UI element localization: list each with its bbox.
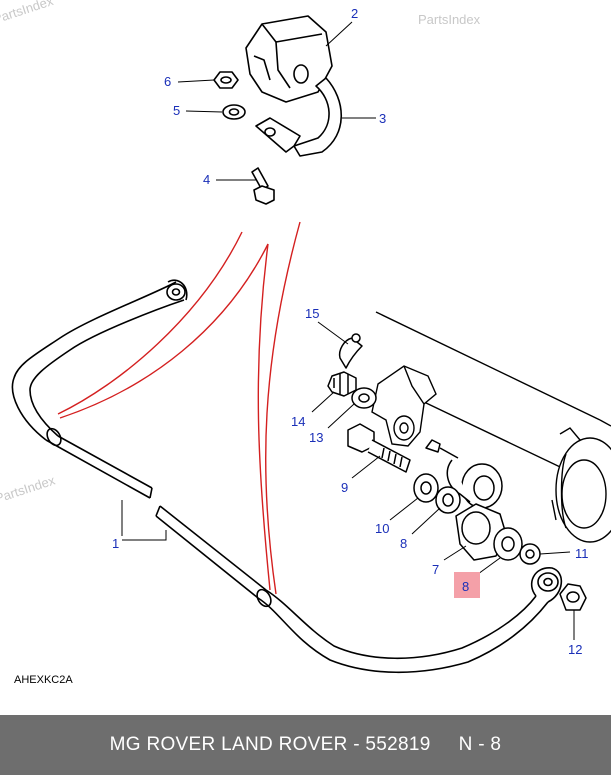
- diagram-code: AHEXKC2A: [14, 674, 73, 686]
- bush-clamp-drawing: [213, 15, 343, 205]
- callout-6: 6: [164, 74, 171, 89]
- drop-link-parts: [327, 333, 587, 611]
- callout-15: 15: [305, 306, 319, 321]
- footer-part-info: MG ROVER LAND ROVER - 552819: [109, 734, 431, 755]
- callout-8-upper: 8: [400, 536, 407, 551]
- callout-2: 2: [351, 6, 358, 21]
- callout-10: 10: [375, 521, 389, 536]
- callout-13: 13: [309, 430, 323, 445]
- callout-12: 12: [568, 642, 582, 657]
- callout-8-lower: 8: [462, 579, 469, 594]
- callout-14: 14: [291, 414, 305, 429]
- callout-7: 7: [432, 562, 439, 577]
- callout-9: 9: [341, 480, 348, 495]
- watermark-top-left: PartsIndex: [0, 0, 55, 27]
- watermark-top-right: PartsIndex: [418, 12, 481, 27]
- watermark-mid-left: PartsIndex: [0, 472, 57, 506]
- axle-housing: [371, 311, 611, 543]
- footer-page-ref: N - 8: [458, 734, 502, 755]
- red-guide-lines: [57, 221, 301, 595]
- callout-8-highlight: [454, 572, 480, 598]
- callout-labels: 2 3 4 5 6 15 14 13 9 10 8 7 8 11 12 1: [112, 6, 589, 657]
- callout-4: 4: [203, 172, 210, 187]
- callout-11: 11: [575, 546, 589, 561]
- callout-5: 5: [173, 103, 180, 118]
- anti-roll-bar: [11, 279, 563, 674]
- callout-3: 3: [379, 111, 386, 126]
- leader-lines: [121, 21, 575, 640]
- callout-1: 1: [112, 536, 119, 551]
- parts-diagram: PartsIndex PartsIndex PartsIndex: [0, 0, 611, 686]
- footer-bar: MG ROVER LAND ROVER - 552819 N - 8: [0, 715, 611, 775]
